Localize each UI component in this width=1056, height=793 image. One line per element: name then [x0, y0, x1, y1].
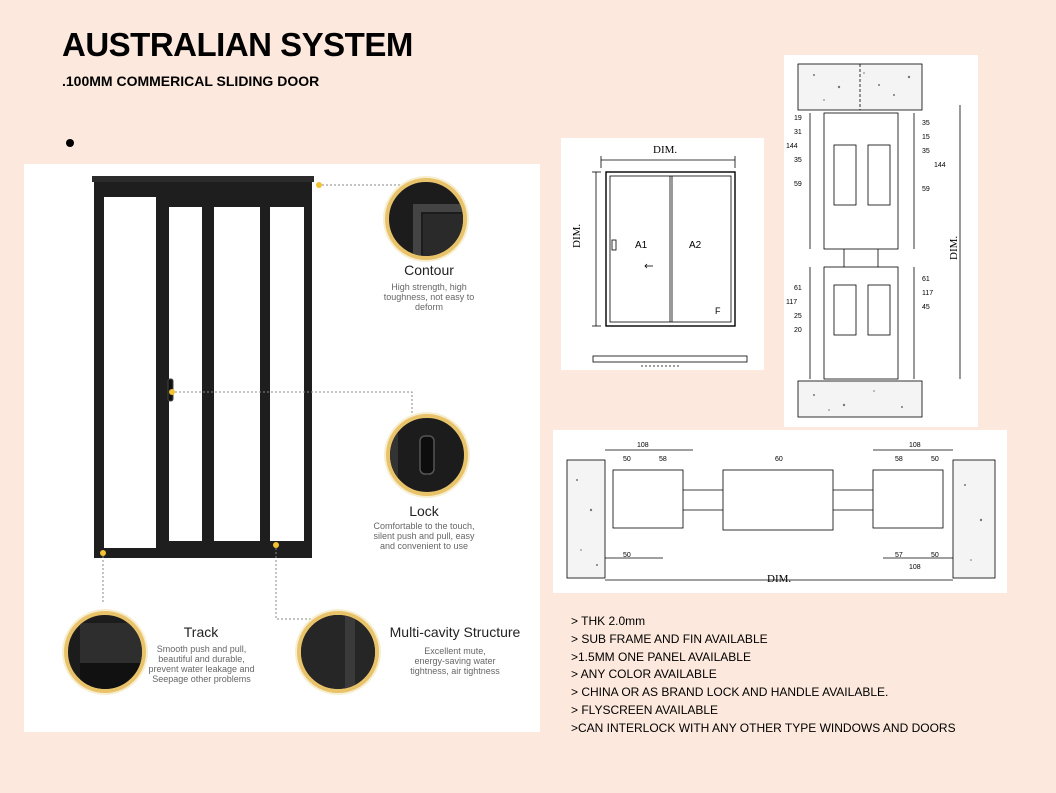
- horizontal-dim-10: 50: [931, 552, 939, 559]
- spec-item: > SUB FRAME AND FIN AVAILABLE: [571, 631, 768, 646]
- page-subtitle: .100MM COMMERICAL SLIDING DOOR: [62, 73, 320, 89]
- horizontal-dim-8: 50: [623, 552, 631, 559]
- elevation-drawing: DIM. DIM. A1 A2 F: [561, 138, 764, 370]
- feature-desc-track: Smooth push and pull, beautiful and dura…: [148, 644, 255, 684]
- feature-desc-contour: High strength, high toughness, not easy …: [383, 282, 475, 312]
- feature-title-multi-cavity: Multi-cavity Structure: [389, 624, 521, 640]
- horizontal-section-drawing: DIM. 108 50 58 60 108 58 50 50 57 50 108: [553, 430, 1007, 593]
- vertical-section-drawing: DIM. 19 31 144 35 59 61 117 25 20 35 15 …: [784, 55, 978, 427]
- feature-title-lock: Lock: [409, 503, 439, 519]
- spec-item: >CAN INTERLOCK WITH ANY OTHER TYPE WINDO…: [571, 720, 956, 735]
- sliding-door-illustration: [92, 176, 413, 620]
- page-title: AUSTRALIAN SYSTEM: [62, 26, 413, 63]
- lock-detail-image: [386, 414, 468, 496]
- elevation-panel-a1: A1: [635, 240, 648, 251]
- bullet-dot: [66, 139, 74, 147]
- spec-item: > CHINA OR AS BRAND LOCK AND HANDLE AVAI…: [571, 685, 889, 700]
- contour-detail-image: [385, 178, 467, 260]
- spec-item: > FLYSCREEN AVAILABLE: [571, 702, 719, 717]
- feature-title-track: Track: [183, 624, 219, 640]
- spec-list: > THK 2.0mm > SUB FRAME AND FIN AVAILABL…: [571, 613, 956, 738]
- horizontal-dim-7: 50: [931, 456, 939, 463]
- feature-title-contour: Contour: [404, 262, 454, 278]
- feature-desc-lock: Comfortable to the touch, silent push an…: [373, 521, 475, 551]
- vertical-section-dim: DIM.: [948, 235, 960, 260]
- track-detail-image: [64, 611, 146, 693]
- multi-cavity-detail-image: [297, 611, 379, 693]
- spec-item: >1.5MM ONE PANEL AVAILABLE: [571, 649, 751, 664]
- horizontal-dim-1: 108: [637, 442, 649, 449]
- feature-desc-multi-cavity: Excellent mute, energy-saving water tigh…: [410, 646, 500, 676]
- vertical-section-right-dims: 35 15 35 144 59 61 117 45: [922, 120, 946, 311]
- feature-panel: Contour High strength, high toughness, n…: [24, 164, 540, 732]
- spec-item: > THK 2.0mm: [571, 614, 646, 628]
- elevation-fixed-label: F: [715, 306, 721, 316]
- horizontal-dim-2: 50: [623, 456, 631, 463]
- horizontal-dim-9: 57: [895, 552, 903, 559]
- spec-item: > ANY COLOR AVAILABLE: [571, 667, 717, 682]
- elevation-dim-top: DIM.: [653, 144, 678, 156]
- horizontal-dim-5: 108: [909, 442, 921, 449]
- horizontal-dim-11: 108: [909, 564, 921, 571]
- elevation-dim-side: DIM.: [571, 223, 583, 248]
- horizontal-dim-6: 58: [895, 456, 903, 463]
- vertical-section-left-dims: 19 31 144 35 59 61 117 25 20: [786, 115, 802, 334]
- horizontal-dim-3: 58: [659, 456, 667, 463]
- elevation-panel-a2: A2: [689, 240, 702, 251]
- horizontal-dim-4: 60: [775, 456, 783, 463]
- horizontal-section-dim: DIM.: [767, 573, 792, 585]
